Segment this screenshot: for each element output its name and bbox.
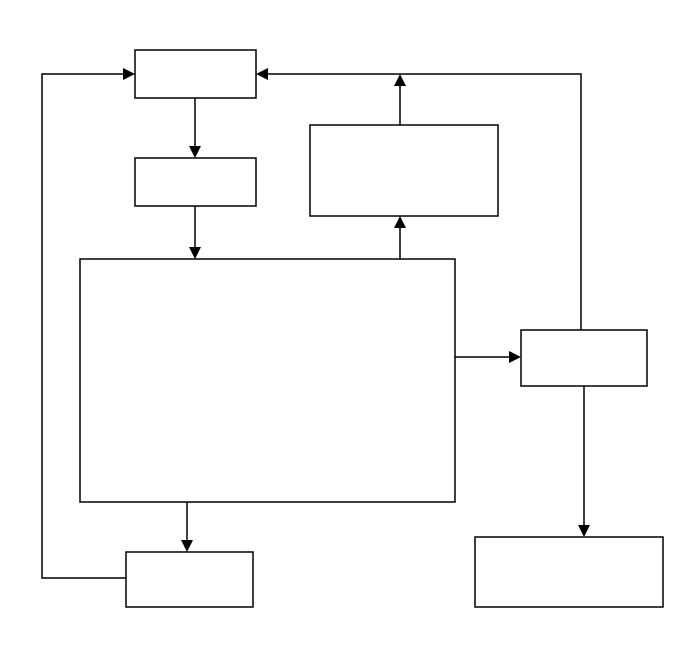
box-second-left [134,157,257,207]
arrowhead-down-icon [181,540,193,552]
arrowhead-down-icon [578,525,590,537]
arrowhead-up-icon [394,216,406,228]
arrowhead-left-icon [256,68,268,80]
connector-right-middle-to-top-left [256,68,582,330]
connector-main-to-upper-right [394,216,406,259]
box-bottom-right [474,536,664,608]
connector-main-to-bottom-left [181,502,193,552]
connector-right-middle-to-bottom-right [578,386,590,537]
connector-upper-right-up [394,74,406,125]
arrowhead-right-icon [509,351,521,363]
connector-main-to-right-middle [455,351,521,363]
connector-bottom-left-to-top-left [41,68,135,579]
box-top-left [134,49,257,99]
arrowhead-right-icon [123,68,135,80]
box-main [79,258,456,503]
box-bottom-left [125,551,254,608]
arrowhead-down-icon [189,146,201,158]
box-upper-right [309,124,499,217]
arrowhead-up-icon [394,74,406,86]
connector-top-left-to-second-left [189,98,201,158]
arrowhead-down-icon [189,247,201,259]
connector-second-left-to-main [189,206,201,259]
box-right-middle [520,329,648,387]
